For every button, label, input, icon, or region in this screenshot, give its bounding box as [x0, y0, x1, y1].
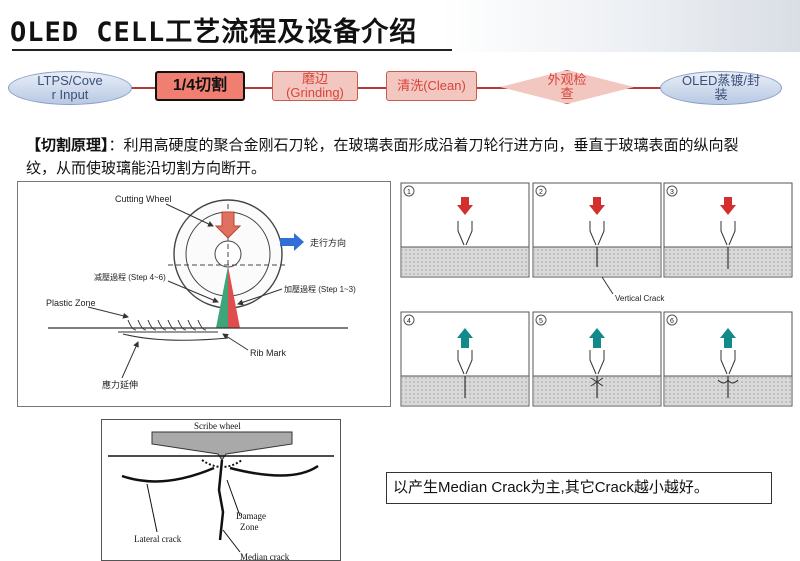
- flow-step-label: 查: [560, 86, 574, 101]
- flow-step-label: 1/4切割: [172, 77, 228, 94]
- step-number: 5: [539, 318, 543, 325]
- flow-step-inspection[interactable]: 外观检 查: [500, 70, 634, 104]
- step-panel: 6: [663, 311, 793, 407]
- press-arrow-icon: [457, 197, 473, 215]
- flow-step-clean[interactable]: 清洗(Clean): [386, 71, 477, 101]
- label-plastic-zone: Plastic Zone: [46, 298, 96, 308]
- principle-colon: ：: [108, 137, 124, 154]
- flow-step-label: OLED蒸镀/封: [681, 73, 760, 88]
- label-stress-extension: 應力延伸: [102, 379, 138, 390]
- label-damage-zone-1: Damage: [236, 511, 266, 521]
- cutting-wheel-figure: Cutting Wheel 走行方向 减壓過程 (Step 4~6) 加壓過程 …: [46, 194, 356, 390]
- flow-step-quarter-cut[interactable]: 1/4切割: [155, 71, 245, 101]
- label-cutting-wheel: Cutting Wheel: [115, 194, 172, 204]
- flow-step-oled-evaporation[interactable]: OLED蒸镀/封 装: [660, 71, 782, 105]
- step-panel: 1: [400, 182, 530, 278]
- crack-types-figure: Scribe wheel Damage Zone Lateral crack M…: [108, 421, 334, 561]
- step-number-badge: [666, 314, 678, 326]
- step-panel: 3: [663, 182, 793, 278]
- step-number: 2: [539, 189, 543, 196]
- principle-label: 【切割原理】: [26, 137, 109, 154]
- flow-step-label: 磨边: [301, 71, 328, 86]
- label-decompression: 减壓過程 (Step 4~6): [94, 272, 166, 282]
- label-vertical-crack: Vertical Crack: [615, 294, 665, 303]
- flow-step-label: (Grinding): [286, 85, 344, 100]
- cutting-steps-grid: 1 2 3 4 5 6 Vertical Crack: [397, 181, 797, 415]
- press-arrow-icon: [720, 197, 736, 215]
- step-number: 4: [407, 318, 411, 325]
- label-damage-zone-2: Zone: [240, 522, 259, 532]
- lift-arrow-icon: [720, 328, 736, 348]
- flow-step-label: 清洗(Clean): [397, 78, 466, 93]
- flow-step-ltps-input[interactable]: LTPS/Cove r Input: [8, 71, 132, 105]
- label-rib-mark: Rib Mark: [250, 348, 287, 358]
- step-number: 1: [407, 189, 411, 196]
- lift-arrow-icon: [457, 328, 473, 348]
- flow-step-label: 装: [714, 87, 728, 102]
- label-direction: 走行方向: [310, 237, 346, 248]
- step-number-badge: [403, 314, 415, 326]
- label-pressurization: 加壓過程 (Step 1~3): [284, 284, 356, 294]
- step-number-badge: [535, 314, 547, 326]
- lift-arrow-icon: [589, 328, 605, 348]
- step-number-badge: [666, 185, 678, 197]
- step-number-badge: [535, 185, 547, 197]
- crack-types-diagram: Scribe wheel Damage Zone Lateral crack M…: [101, 419, 341, 561]
- label-lateral-crack: Lateral crack: [134, 534, 182, 544]
- step-number-badge: [403, 185, 415, 197]
- step-number: 3: [670, 189, 674, 196]
- flow-step-label: r Input: [51, 87, 89, 102]
- step-panel: 4: [400, 311, 530, 407]
- title-underline: [12, 49, 452, 51]
- flow-step-grinding[interactable]: 磨边 (Grinding): [272, 71, 358, 101]
- step-panel: 5: [532, 311, 662, 407]
- cutting-principle: 【切割原理】：利用高硬度的聚合金刚石刀轮，在玻璃表面形成沿着刀轮行进方向，垂直于…: [26, 134, 766, 180]
- press-arrow-icon: [589, 197, 605, 215]
- flow-step-label: 外观检: [547, 72, 587, 87]
- step-panel: 2: [532, 182, 662, 278]
- header-band: [0, 0, 800, 52]
- step-number: 6: [670, 318, 674, 325]
- cutting-steps-figure: 1 2 3 4 5 6 Vertical Crack: [400, 182, 793, 407]
- principle-text: 利用高硬度的聚合金刚石刀轮，在玻璃表面形成沿着刀轮行进方向，垂直于玻璃表面的纵向…: [26, 137, 739, 177]
- page-title: OLED CELL工艺流程及设备介绍: [10, 17, 418, 48]
- label-median-crack: Median crack: [240, 552, 290, 561]
- flow-step-label: LTPS/Cove: [37, 73, 103, 88]
- label-scribe-wheel: Scribe wheel: [194, 421, 241, 431]
- median-crack-note: 以产生Median Crack为主,其它Crack越小越好。: [386, 472, 772, 504]
- cutting-wheel-diagram: Cutting Wheel 走行方向 减壓過程 (Step 4~6) 加壓過程 …: [17, 181, 391, 407]
